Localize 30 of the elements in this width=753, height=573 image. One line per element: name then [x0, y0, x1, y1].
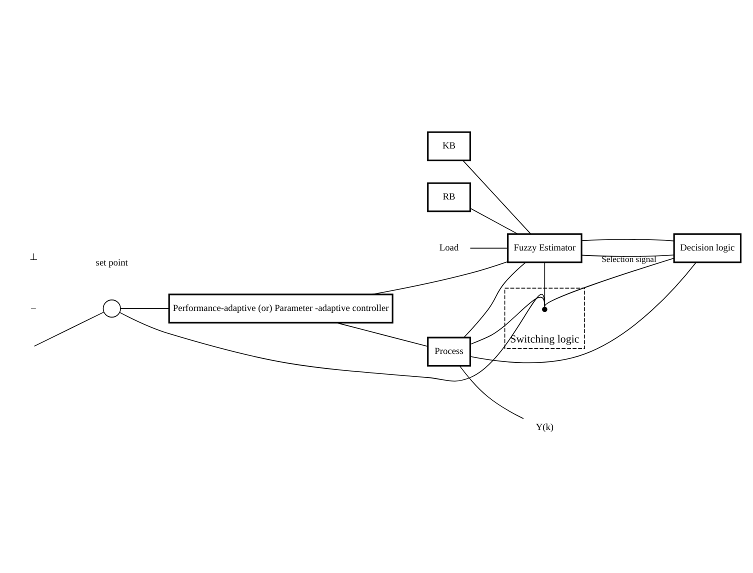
- connector: [459, 365, 524, 419]
- connector: [544, 257, 674, 306]
- connector: [581, 238, 674, 241]
- node-box: Performance-adaptive (or) Parameter -adaptive controller: [168, 293, 394, 323]
- connector: [462, 160, 532, 234]
- label: ⊥: [29, 252, 38, 263]
- connector: [470, 207, 518, 234]
- node-text: Y(k): [536, 422, 554, 433]
- node-circle: [102, 299, 121, 318]
- node-switch: [542, 306, 548, 312]
- connector: [336, 322, 428, 346]
- cluster: Switching logic: [504, 287, 585, 348]
- connector: [581, 254, 674, 256]
- node-box: Fuzzy Estimator: [507, 232, 582, 263]
- node-text: Load: [439, 243, 459, 254]
- node-box: Decision logic: [673, 232, 742, 263]
- connector: [464, 262, 526, 338]
- edge-label: Selection signal: [602, 254, 656, 264]
- connector: [119, 293, 546, 381]
- connector: [371, 260, 508, 294]
- connector: [470, 296, 546, 344]
- node-box: Process: [427, 336, 471, 366]
- connector: [34, 311, 104, 346]
- node-box: KB: [427, 130, 471, 161]
- connector: [544, 261, 546, 307]
- node-box: RB: [427, 182, 471, 212]
- connector: [470, 247, 508, 248]
- label: –: [31, 303, 36, 314]
- label: set point: [96, 258, 128, 268]
- connector: [470, 261, 696, 363]
